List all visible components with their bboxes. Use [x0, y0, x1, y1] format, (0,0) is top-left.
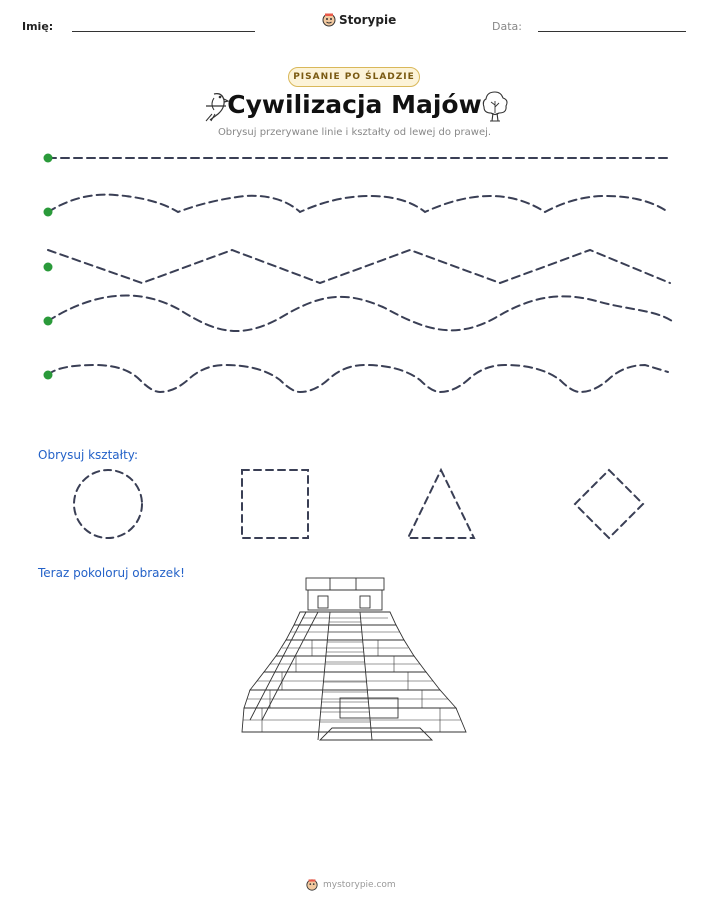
brand: Storypie — [322, 13, 396, 27]
trace-line-wave-1[interactable] — [47, 193, 669, 214]
footer-url[interactable]: mystorypie.com — [323, 880, 396, 890]
trace-shape-square[interactable] — [241, 469, 309, 539]
activity-badge: PISANIE PO ŚLADZIE — [288, 67, 420, 87]
coloring-section-heading: Teraz pokoloruj obrazek! — [38, 566, 185, 580]
parrot-icon — [205, 93, 230, 122]
trace-line-wave-2[interactable] — [47, 294, 673, 332]
trace-line-wave-3[interactable] — [47, 363, 669, 394]
name-field-line[interactable] — [72, 31, 255, 32]
start-dot-1 — [43, 153, 53, 163]
storypie-logo-icon — [306, 879, 318, 891]
trace-line-zigzag[interactable] — [47, 248, 671, 285]
shapes-section-heading: Obrysuj kształty: — [38, 448, 139, 462]
instruction-text: Obrysuj przerywane linie i kształty od l… — [217, 127, 492, 138]
trace-shape-triangle[interactable] — [406, 467, 476, 539]
start-dot-3 — [43, 262, 53, 272]
trace-shape-diamond[interactable] — [573, 468, 645, 540]
page-title: Cywilizacja Majów — [227, 90, 482, 119]
date-label: Data: — [492, 20, 522, 33]
start-dot-2 — [43, 207, 53, 217]
start-dot-5 — [43, 370, 53, 380]
start-dot-4 — [43, 316, 53, 326]
brand-name: Storypie — [339, 13, 397, 27]
tree-icon — [482, 91, 508, 122]
footer: mystorypie.com — [306, 879, 396, 891]
trace-shape-circle[interactable] — [73, 469, 143, 539]
pyramid-illustration[interactable] — [241, 577, 467, 741]
name-label: Imię: — [22, 20, 54, 33]
date-field-line[interactable] — [538, 31, 686, 32]
storypie-logo-icon — [322, 13, 336, 27]
